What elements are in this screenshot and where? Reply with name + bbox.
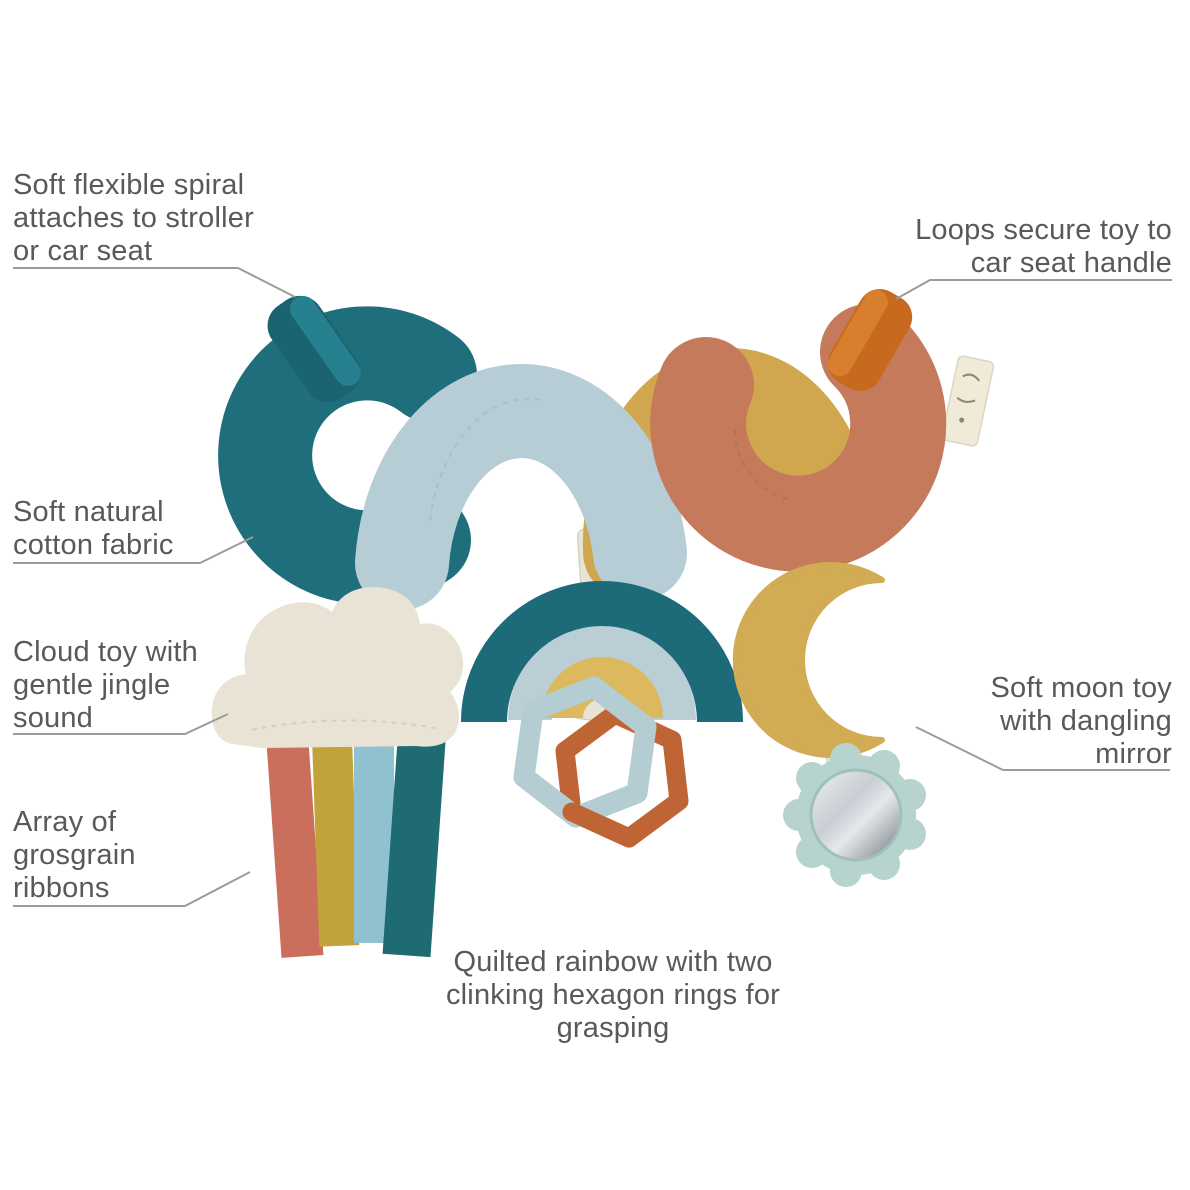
moon-toy [732, 562, 885, 758]
label-line: Loops secure toy to [915, 214, 1172, 246]
label-line: Soft moon toy [990, 672, 1172, 704]
callout-line-spiral [13, 267, 296, 298]
rainbow-arch-middle [508, 626, 696, 721]
spiral-section-lightblue [355, 364, 687, 610]
lightblue-seam-stitch [429, 397, 541, 521]
callout-line-moon [915, 726, 1170, 771]
callout-lines [13, 267, 1172, 907]
hexagon-interlock-segment [562, 802, 639, 848]
callout-line-cotton [13, 536, 254, 564]
label-line: gentle jingle [13, 669, 171, 701]
label-line: cotton fabric [13, 529, 174, 561]
label-spiral: Soft flexible spiral attaches to strolle… [13, 169, 254, 268]
label-line: grosgrain [13, 839, 136, 871]
terracotta-seam-stitch [734, 429, 791, 501]
label-cloud: Cloud toy with gentle jingle sound [13, 636, 198, 735]
label-line: Quilted rainbow with two [453, 946, 773, 978]
label-line: sound [13, 702, 94, 734]
label-line: or car seat [13, 235, 153, 267]
mirror-flower [783, 743, 926, 887]
callout-line-cloud [13, 713, 229, 735]
spiral-loop-band-orange [827, 289, 913, 391]
label-rainbow: Quilted rainbow with two clinking hexago… [413, 946, 813, 1045]
label-line: Soft flexible spiral [13, 169, 245, 201]
label-line: Cloud toy with [13, 636, 198, 668]
ribbon-mustard [312, 737, 360, 947]
label-line: attaches to stroller [13, 202, 254, 234]
fabric-tag [941, 355, 995, 447]
cloud-toy [211, 587, 464, 748]
callout-line-ribbons [13, 871, 251, 907]
label-line: Array of [13, 806, 117, 838]
label-line: clinking hexagon rings for [445, 979, 781, 1011]
rainbow-arch-outer [461, 581, 743, 723]
fabric-tag-mark [962, 373, 981, 382]
label-line: mirror [1095, 738, 1172, 770]
label-loops: Loops secure toy to car seat handle [915, 214, 1172, 280]
label-line: grasping [556, 1012, 670, 1044]
label-cotton: Soft natural cotton fabric [13, 496, 174, 562]
mirror-glass [809, 768, 903, 862]
label-line: Soft natural [13, 496, 164, 528]
fabric-tag-dot [959, 417, 965, 423]
spiral-section-terracotta [650, 304, 947, 572]
orange-band-highlight [827, 289, 888, 377]
label-moon: Soft moon toy with dangling mirror [990, 672, 1172, 771]
label-line: ribbons [13, 872, 110, 904]
ribbon-teal [382, 732, 446, 958]
label-line: with dangling [1000, 705, 1172, 737]
ribbons [266, 732, 446, 958]
callout-line-loops [895, 279, 1172, 300]
label-ribbons: Array of grosgrain ribbons [13, 806, 136, 905]
spiral-loop-band-teal [267, 295, 361, 403]
label-line: car seat handle [970, 247, 1172, 279]
ribbon-coral [266, 733, 324, 958]
cloud-stitch [251, 719, 437, 731]
fabric-tag-mark [956, 396, 976, 403]
teal-band-highlight [290, 296, 361, 386]
